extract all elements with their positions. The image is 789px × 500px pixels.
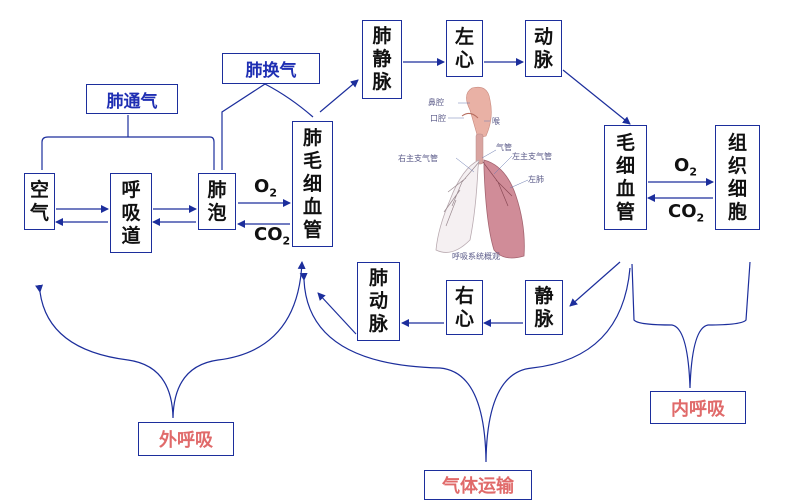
arrow-capillary-to-vein <box>569 261 621 307</box>
gas-exchange-bracket <box>221 83 314 170</box>
node-right-heart: 右心 <box>446 280 483 335</box>
gas-o2-alveoli: O2 <box>254 176 277 200</box>
node-tissue-cell: 组织细胞 <box>715 125 760 230</box>
node-pulmonary-artery: 肺动脉 <box>357 262 400 341</box>
figure-label-trachea: 气管 <box>496 143 512 152</box>
arrow-artery-to-capillary <box>562 69 631 125</box>
figure-label-oral-cavity: 口腔 <box>430 114 446 123</box>
figure-label-left-lung: 左肺 <box>528 175 544 184</box>
node-air: 空气 <box>24 173 55 230</box>
figure-label-left-bronchus: 左主支气管 <box>512 152 552 161</box>
label-ventilation: 肺通气 <box>86 84 178 114</box>
external-respiration-brace <box>35 261 306 419</box>
node-vein: 静脉 <box>525 280 563 335</box>
gas-transport-brace <box>299 267 631 463</box>
gas-co2-tissue: CO2 <box>668 201 705 225</box>
figure-label-nasal-cavity: 鼻腔 <box>428 98 444 107</box>
arrow-pa-to-capillary <box>317 292 357 335</box>
node-tissue-capillary: 毛细血管 <box>604 125 647 230</box>
label-internal-respiration: 内呼吸 <box>650 391 746 424</box>
label-external-respiration: 外呼吸 <box>138 422 234 456</box>
node-artery: 动脉 <box>525 20 562 77</box>
figure-label-throat: 喉 <box>492 117 500 126</box>
node-left-heart: 左心 <box>446 20 483 77</box>
node-alveoli: 肺泡 <box>198 173 236 230</box>
gas-co2-alveoli: CO2 <box>254 224 291 248</box>
figure-caption: 呼吸系统概观 <box>452 252 500 261</box>
node-lung-capillary: 肺毛细血管 <box>292 121 333 247</box>
respiratory-system-figure <box>435 86 525 259</box>
node-pulmonary-vein: 肺静脉 <box>362 20 402 99</box>
node-airway: 呼吸道 <box>110 173 152 253</box>
arrow-capillary-to-pulmonary-vein <box>319 79 359 113</box>
gas-o2-tissue: O2 <box>674 155 697 179</box>
ventilation-bracket <box>41 136 215 170</box>
label-gas-exchange: 肺换气 <box>222 53 320 84</box>
label-gas-transport: 气体运输 <box>424 470 532 500</box>
internal-respiration-brace <box>631 261 751 389</box>
figure-label-right-bronchus: 右主支气管 <box>398 154 438 163</box>
